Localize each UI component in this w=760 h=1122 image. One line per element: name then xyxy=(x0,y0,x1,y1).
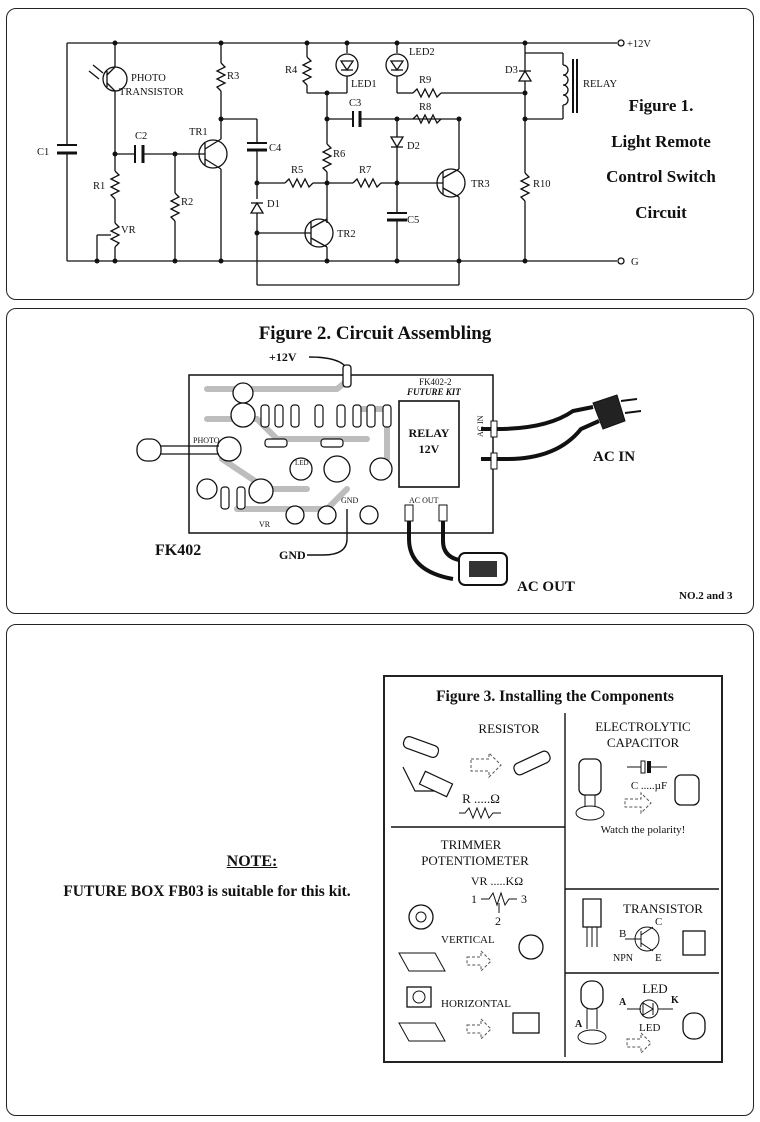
transistor-npn: NPN xyxy=(613,953,633,964)
label-r9: R9 xyxy=(419,75,431,86)
resistor-title: RESISTOR xyxy=(478,721,539,736)
ac-in-label: AC IN xyxy=(593,449,635,465)
pcb-gnd-label: GND xyxy=(341,496,359,505)
label-d2: D2 xyxy=(407,141,420,152)
figure1-title-line2: Light Remote xyxy=(611,132,711,151)
vr-pin1: 1 xyxy=(471,892,477,906)
label-r5: R5 xyxy=(291,165,303,176)
page-ref: NO.2 and 3 xyxy=(679,590,733,602)
figure1-title-line1: Figure 1. xyxy=(629,96,694,115)
components-guide: Figure 3. Installing the Components RESI… xyxy=(391,688,719,1057)
label-r1: R1 xyxy=(93,181,105,192)
label-tr2: TR2 xyxy=(337,229,356,240)
label-relay: RELAY xyxy=(583,79,617,90)
relay-voltage: 12V xyxy=(419,442,440,456)
electrolytic-title-line1: ELECTROLYTIC xyxy=(595,719,690,734)
note-text: FUTURE BOX FB03 is suitable for this kit… xyxy=(63,883,351,900)
label-photo: PHOTO xyxy=(131,73,166,84)
label-transistor: TRANSISTOR xyxy=(119,87,184,98)
label-r7: R7 xyxy=(359,165,371,176)
pcb-code: FK402-2 xyxy=(419,377,452,387)
label-d1: D1 xyxy=(267,199,280,210)
transistor-title: TRANSISTOR xyxy=(623,901,703,916)
figure2-title: Figure 2. Circuit Assembling xyxy=(259,323,492,344)
figure1-panel: C1 PHOTO TRANSISTOR R1 VR C2 R2 R3 TR1 C… xyxy=(6,8,754,300)
label-r10: R10 xyxy=(533,179,551,190)
capacitor-value: C .....µF xyxy=(631,780,667,792)
led-title: LED xyxy=(642,981,667,996)
led-anode-label: A xyxy=(575,1019,583,1030)
assembly-diagram: Figure 2. Circuit Assembling RELAY 12V F… xyxy=(136,323,733,602)
label-r4: R4 xyxy=(285,65,298,76)
pcb-led-label: LED xyxy=(295,459,309,467)
label-r6: R6 xyxy=(333,149,345,160)
pcb-photo-label: PHOTO xyxy=(193,436,220,445)
label-tr1: TR1 xyxy=(189,127,208,138)
trimmer-title-line2: POTENTIOMETER xyxy=(421,853,529,868)
figure3-box: Figure 3. Installing the Components RESI… xyxy=(383,675,723,1063)
relay-block xyxy=(398,400,460,488)
label-d3: D3 xyxy=(505,65,518,76)
wire-plus12v-label: +12V xyxy=(269,350,297,364)
ac-out-label: AC OUT xyxy=(517,579,575,595)
figure1-title-line3: Control Switch xyxy=(606,167,716,186)
vr-pin2: 2 xyxy=(495,914,501,928)
led-symbol-a: A xyxy=(619,997,627,1008)
label-tr3: TR3 xyxy=(471,179,490,190)
relay-label: RELAY xyxy=(409,426,450,440)
label-c2: C2 xyxy=(135,131,147,142)
polarity-note: Watch the polarity! xyxy=(601,824,686,836)
label-c4: C4 xyxy=(269,143,282,154)
figure2-panel: Figure 2. Circuit Assembling RELAY 12V F… xyxy=(6,308,754,614)
label-g: G xyxy=(631,257,639,268)
resistor-value: R .....Ω xyxy=(462,791,500,806)
label-led1: LED1 xyxy=(351,79,377,90)
label-c5: C5 xyxy=(407,215,419,226)
led-caption: LED xyxy=(639,1022,660,1034)
note-panel: NOTE: FUTURE BOX FB03 is suitable for th… xyxy=(6,624,754,1116)
label-plus12v: +12V xyxy=(627,39,651,50)
pcb-acout-label: AC OUT xyxy=(409,496,439,505)
pcb-logo: FUTURE KIT xyxy=(406,387,461,397)
label-c1: C1 xyxy=(37,147,49,158)
transistor-body xyxy=(582,898,602,928)
trimmer-title-line1: TRIMMER xyxy=(441,837,502,852)
vertical-label: VERTICAL xyxy=(441,934,495,946)
electrolytic-title-line2: CAPACITOR xyxy=(607,735,680,750)
transistor-pin-b: B xyxy=(619,928,626,940)
label-r2: R2 xyxy=(181,197,193,208)
photo-transistor-body xyxy=(136,438,162,462)
pcb-vr-label: VR xyxy=(259,520,271,529)
board-name: FK402 xyxy=(155,542,201,559)
label-led2: LED2 xyxy=(409,47,435,58)
vr-value: VR .....KΩ xyxy=(471,874,523,888)
ac-plug xyxy=(592,394,626,430)
vr-pin3: 3 xyxy=(521,892,527,906)
transistor-pin-e: E xyxy=(655,952,662,964)
led-body xyxy=(580,980,604,1010)
capacitor-body xyxy=(578,758,602,796)
figure1-title-line4: Circuit xyxy=(635,203,687,222)
label-c3: C3 xyxy=(349,98,361,109)
label-r8: R8 xyxy=(419,102,431,113)
transistor-pin-c: C xyxy=(655,916,662,928)
led-symbol-k: K xyxy=(671,995,679,1006)
schematic-diagram: C1 PHOTO TRANSISTOR R1 VR C2 R2 R3 TR1 C… xyxy=(37,39,716,286)
horizontal-label: HORIZONTAL xyxy=(441,998,511,1010)
note-title: NOTE: xyxy=(226,853,278,870)
wire-gnd-label: GND xyxy=(279,548,306,562)
pcb-acin-label: AC IN xyxy=(476,415,485,437)
label-r3: R3 xyxy=(227,71,239,82)
figure3-title: Figure 3. Installing the Components xyxy=(436,688,674,705)
label-vr: VR xyxy=(121,225,136,236)
